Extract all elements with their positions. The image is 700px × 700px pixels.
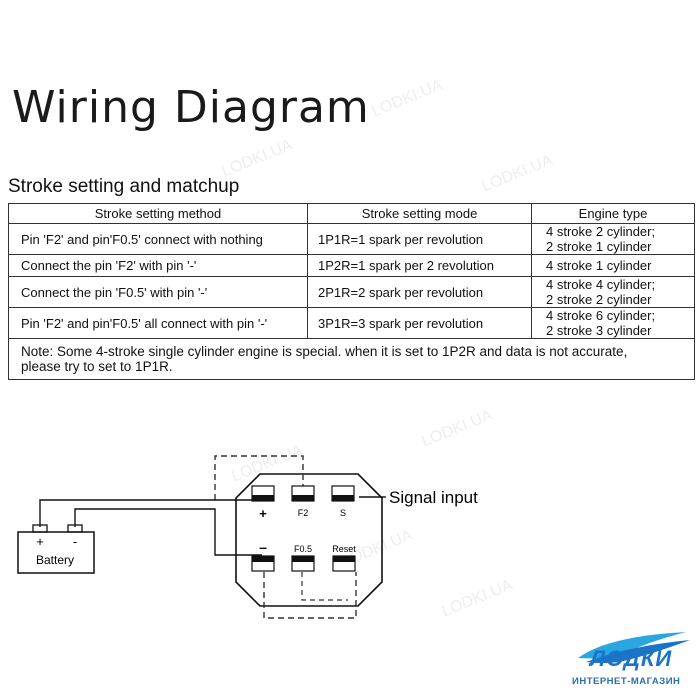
page-title: Wiring Diagram [12, 82, 370, 133]
battery-label: Battery [36, 553, 74, 567]
engine-line: 2 stroke 3 cylinder [546, 323, 652, 338]
mode-cell: 3P1R=3 spark per revolution [307, 307, 532, 339]
engine-line: 2 stroke 2 cylinder [546, 292, 652, 307]
pin-f2-label: F2 [298, 508, 309, 518]
engine-line: 4 stroke 1 cylinder [546, 258, 652, 273]
connector-body [235, 473, 383, 607]
pin-minus [251, 555, 275, 572]
engine-cell: 4 stroke 2 cylinder; 2 stroke 1 cylinder [531, 223, 695, 255]
battery-minus-label: - [73, 534, 77, 549]
table-row: Connect the pin 'F2' with pin '-' 1P2R=1… [8, 254, 695, 277]
pin-minus-label: – [259, 539, 267, 555]
table-row: Pin 'F2' and pin'F0.5' connect with noth… [8, 223, 695, 255]
battery-body [17, 531, 95, 574]
logo-subtitle: ИНТЕРНЕТ-МАГАЗИН [572, 676, 681, 687]
pin-reset [332, 555, 356, 572]
stroke-setting-table: Stroke setting method Stroke setting mod… [8, 203, 695, 380]
engine-line: 4 stroke 4 cylinder; [546, 277, 656, 292]
pin-plus [251, 485, 275, 502]
pin-s-label: S [340, 508, 346, 518]
engine-cell: 4 stroke 4 cylinder; 2 stroke 2 cylinder [531, 276, 695, 308]
mode-cell: 1P2R=1 spark per 2 revolution [307, 254, 532, 277]
pin-s [331, 485, 355, 502]
f2-jumper-dashed [214, 455, 304, 500]
f05-inner-dashed [301, 572, 348, 601]
pin-f05 [291, 555, 315, 572]
pin-plus-label: + [259, 506, 267, 521]
note-line: Note: Some 4-stroke single cylinder engi… [21, 344, 628, 359]
battery-plus-terminal [32, 524, 48, 533]
note-cell: Note: Some 4-stroke single cylinder engi… [8, 338, 695, 380]
signal-input-label: Signal input [389, 488, 478, 507]
engine-cell: 4 stroke 1 cylinder [531, 254, 695, 277]
f05-jumper-dashed [263, 572, 357, 619]
table-row: Connect the pin 'F0.5' with pin '-' 2P1R… [8, 276, 695, 308]
note-line: please try to set to 1P1R. [21, 359, 173, 374]
negative-wire [74, 508, 262, 556]
engine-line: 4 stroke 2 cylinder; [546, 224, 656, 239]
battery-plus-label: + [36, 534, 44, 549]
battery-minus-terminal [67, 524, 83, 533]
section-title: Stroke setting and matchup [8, 176, 240, 197]
table-row: Pin 'F2' and pin'F0.5' all connect with … [8, 307, 695, 339]
mode-cell: 1P1R=1 spark per revolution [307, 223, 532, 255]
pin-reset-label: Reset [332, 544, 356, 554]
pin-f05-label: F0.5 [294, 544, 312, 554]
logo-name: ЛОДКИ [590, 646, 673, 671]
pin-f2 [291, 485, 315, 502]
note-row: Note: Some 4-stroke single cylinder engi… [8, 338, 695, 380]
engine-cell: 4 stroke 6 cylinder; 2 stroke 3 cylinder [531, 307, 695, 339]
mode-cell: 2P1R=2 spark per revolution [307, 276, 532, 308]
boat-wave-icon [578, 632, 690, 664]
positive-wire [39, 488, 264, 527]
engine-line: 4 stroke 6 cylinder; [546, 308, 656, 323]
engine-line: 2 stroke 1 cylinder [546, 239, 652, 254]
method-cell: Pin 'F2' and pin'F0.5' connect with noth… [8, 223, 308, 255]
method-cell: Connect the pin 'F0.5' with pin '-' [8, 276, 308, 308]
lodki-logo: ЛОДКИ ИНТЕРНЕТ-МАГАЗИН [568, 628, 696, 696]
method-cell: Pin 'F2' and pin'F0.5' all connect with … [8, 307, 308, 339]
